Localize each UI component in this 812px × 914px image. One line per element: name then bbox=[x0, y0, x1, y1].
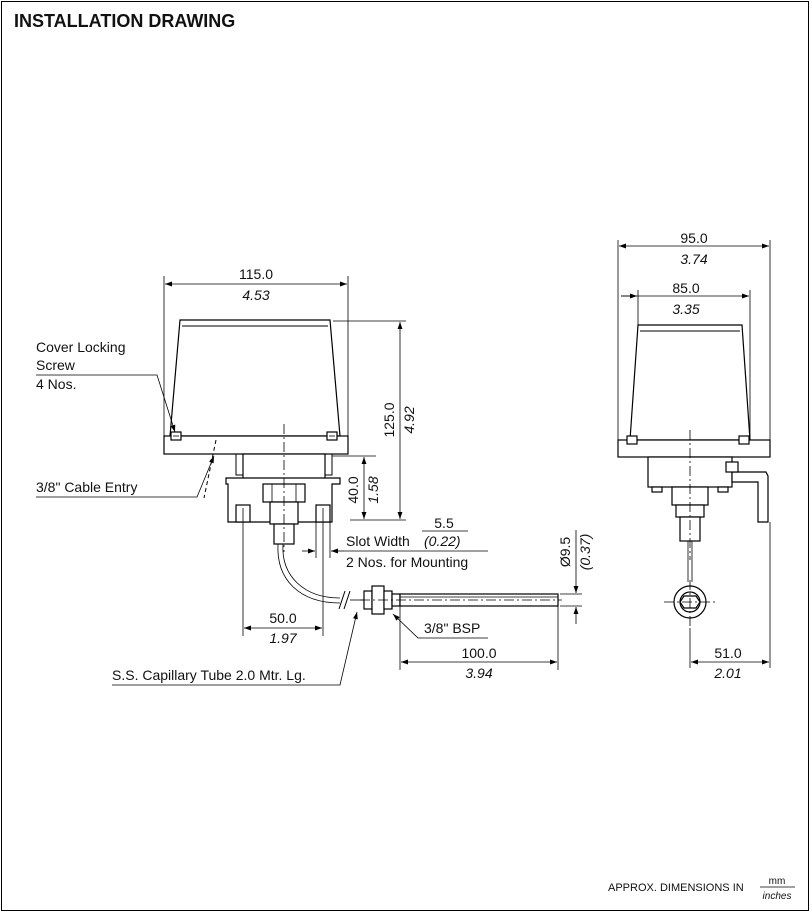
dim-probe-dia-in: (0.37) bbox=[577, 534, 593, 571]
label-cable-entry: 3/8" Cable Entry bbox=[36, 479, 137, 495]
units-bottom: inches bbox=[763, 891, 792, 902]
dim-probe-len-in: 3.94 bbox=[465, 665, 492, 681]
dim-mount-mm: 50.0 bbox=[269, 610, 296, 626]
dim-side-cover-in: 3.35 bbox=[672, 301, 699, 317]
dim-side-cover-mm: 85.0 bbox=[672, 280, 699, 296]
front-labels: Cover Locking Screw 4 Nos. 3/8" Cable En… bbox=[36, 339, 488, 686]
dim-probe-len-mm: 100.0 bbox=[461, 645, 496, 661]
dim-mount-in: 1.97 bbox=[269, 630, 297, 646]
slot-note: 2 Nos. for Mounting bbox=[346, 554, 468, 570]
dim-base-in: 1.58 bbox=[365, 476, 381, 503]
side-view bbox=[617, 324, 771, 628]
label-cover-screw-3: 4 Nos. bbox=[36, 376, 76, 392]
dim-height-mm: 125.0 bbox=[381, 402, 397, 437]
units-top: mm bbox=[769, 876, 786, 887]
dim-bracket-mm: 51.0 bbox=[714, 645, 741, 661]
label-cover-screw-1: Cover Locking bbox=[36, 339, 126, 355]
dim-probe-dia-mm: Ø9.5 bbox=[557, 537, 573, 568]
units-note: APPROX. DIMENSIONS IN mm inches bbox=[608, 876, 795, 902]
dim-width-in: 4.53 bbox=[242, 287, 269, 303]
dim-bracket-in: 2.01 bbox=[713, 665, 741, 681]
front-cover bbox=[169, 319, 341, 437]
dim-slot-in: (0.22) bbox=[424, 533, 461, 549]
dim-side-overall-mm: 95.0 bbox=[680, 230, 707, 246]
capillary-tube bbox=[277, 543, 341, 604]
dim-width-mm: 115.0 bbox=[239, 266, 273, 282]
front-view bbox=[163, 319, 562, 615]
dim-base-mm: 40.0 bbox=[345, 476, 361, 503]
label-capillary: S.S. Capillary Tube 2.0 Mtr. Lg. bbox=[112, 667, 306, 683]
side-bracket bbox=[731, 471, 769, 523]
label-bsp: 3/8" BSP bbox=[424, 620, 480, 636]
dim-slot-mm: 5.5 bbox=[434, 515, 454, 531]
dim-side-overall-in: 3.74 bbox=[680, 251, 707, 267]
side-dimensions: 95.0 3.74 85.0 3.35 51.0 2.01 bbox=[617, 230, 771, 681]
slot-width-label: Slot Width bbox=[346, 533, 410, 549]
front-dimensions: 115.0 4.53 125.0 4.92 40.0 1.58 50.0 1.9… bbox=[163, 266, 593, 681]
page-title: INSTALLATION DRAWING bbox=[14, 11, 236, 31]
label-cover-screw-2: Screw bbox=[36, 357, 76, 373]
units-note-text: APPROX. DIMENSIONS IN bbox=[608, 882, 744, 894]
dim-height-in: 4.92 bbox=[401, 406, 417, 433]
side-cover bbox=[629, 324, 751, 441]
front-flange bbox=[163, 435, 349, 455]
